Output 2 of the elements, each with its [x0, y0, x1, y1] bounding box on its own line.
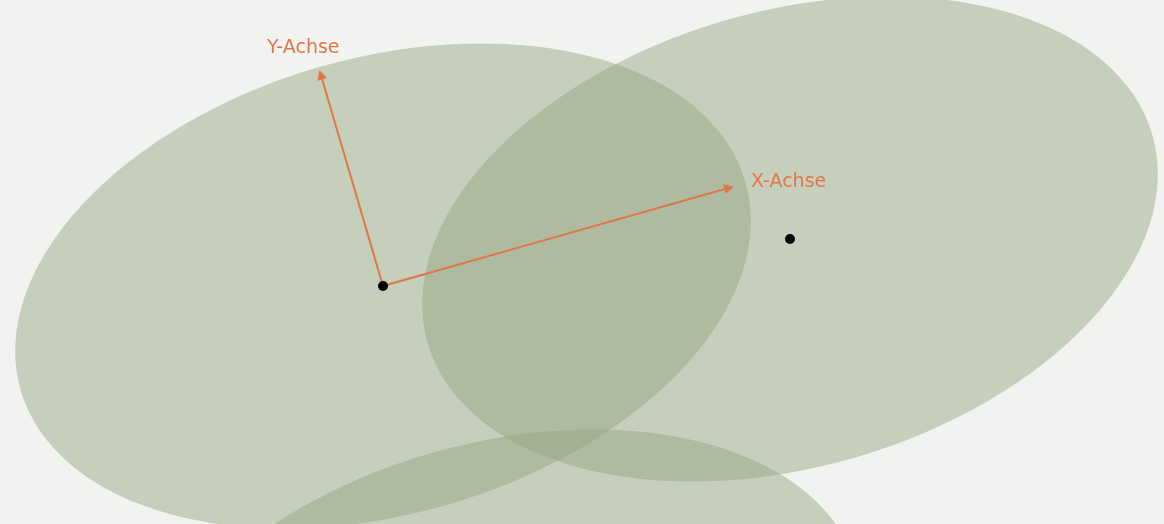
axis-label: Y-Achse: [267, 35, 340, 58]
axis-label: X-Achse: [751, 169, 827, 192]
